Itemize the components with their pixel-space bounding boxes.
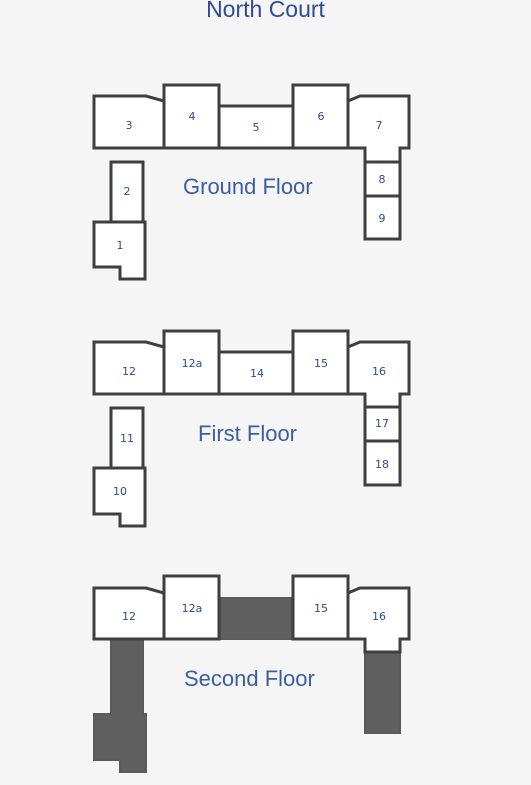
room-11[interactable]: 11 [109,406,145,470]
room-12a[interactable]: 12a [162,329,221,396]
room-10[interactable]: 10 [92,466,147,528]
room-17[interactable]: 17 [363,405,402,443]
room-4[interactable]: 4 [162,83,221,150]
first-floor-plan: 12 12a 14 15 16 11 [92,329,411,528]
floor-label-first: First Floor [198,421,297,446]
room-7[interactable]: 7 [346,94,411,164]
page-title: North Court [206,0,325,22]
room-18[interactable]: 18 [363,439,402,487]
room-3[interactable]: 3 [92,94,166,150]
unavailable-area-left [93,638,147,773]
room-12-second-floor[interactable]: 12 [92,586,166,641]
floor-label-ground: Ground Floor [183,174,313,199]
room-15-second-floor[interactable]: 15 [291,574,350,641]
floor-label-second: Second Floor [184,666,315,691]
room-8[interactable]: 8 [363,160,402,198]
room-16[interactable]: 16 [346,340,411,409]
unavailable-area-center [218,597,294,640]
room-6[interactable]: 6 [291,83,350,150]
room-14[interactable]: 14 [217,350,295,396]
room-2[interactable]: 2 [109,160,145,224]
room-12a-second-floor[interactable]: 12a [162,574,221,641]
room-1[interactable]: 1 [92,220,147,281]
unavailable-area-right [364,651,401,734]
room-12[interactable]: 12 [92,340,166,396]
room-15[interactable]: 15 [291,329,350,396]
room-9[interactable]: 9 [363,194,402,241]
room-5[interactable]: 5 [217,104,295,150]
room-16-second-floor[interactable]: 16 [346,586,411,654]
